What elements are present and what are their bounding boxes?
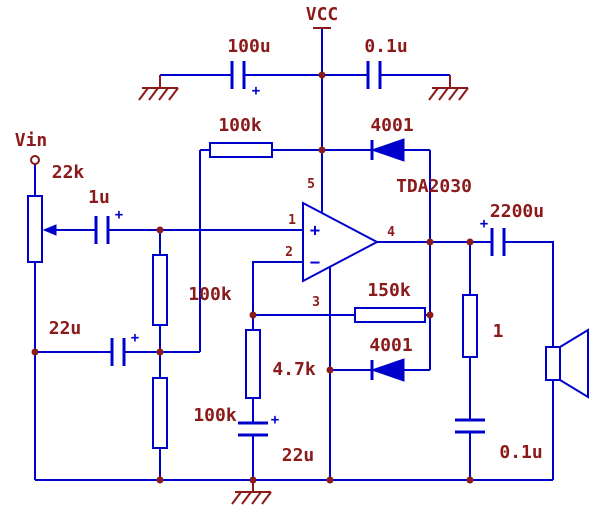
junction-dots xyxy=(31,71,474,484)
potentiometer-wiper-arrow xyxy=(42,224,57,236)
capacitor-22u-bias-label: 22u xyxy=(49,318,82,339)
capacitor-100u-polarity: + xyxy=(252,83,260,99)
resistor-100k-bias-bottom: 100k xyxy=(152,377,237,449)
capacitor-2200u-polarity: + xyxy=(480,216,488,232)
resistor-150k-label: 150k xyxy=(367,280,411,301)
resistor-100k-bias-mid: 100k xyxy=(152,254,232,326)
capacitor-0.1u-zobel-label: 0.1u xyxy=(499,442,542,463)
capacitor-100u-label: 100u xyxy=(227,36,270,57)
potentiometer-22k-volume: 22k xyxy=(27,162,85,263)
capacitor-0.1u-bypass: 0.1u xyxy=(364,36,408,89)
capacitor-1u-input: + 1u xyxy=(88,187,123,244)
capacitor-22u-bias: + 22u xyxy=(49,318,139,366)
vin-terminal-icon xyxy=(30,155,40,165)
capacitor-100u-bulk: + 100u xyxy=(227,36,270,99)
resistor-4.7k-feedback-ground: 4.7k xyxy=(245,329,316,399)
resistor-100k-bias-top-label: 100k xyxy=(218,115,262,136)
diode-4001-bottom: 4001 xyxy=(369,335,413,382)
opamp-part-number: TDA2030 xyxy=(396,176,472,197)
diode-4001-top: 4001 xyxy=(370,115,414,162)
pin-2-label: 2 xyxy=(285,245,293,260)
vin-terminal: Vin xyxy=(15,130,48,165)
diode-4001-bottom-label: 4001 xyxy=(369,335,412,356)
pin-3-label: 3 xyxy=(312,295,320,310)
capacitor-22u-feedback-label: 22u xyxy=(282,445,315,466)
capacitor-22u-bias-polarity: + xyxy=(131,330,139,346)
capacitor-2200u-label: 2200u xyxy=(490,201,544,222)
ground-symbol-bottom xyxy=(231,480,272,505)
resistor-4.7k-label: 4.7k xyxy=(272,359,316,380)
ground-symbol-top-right xyxy=(428,75,469,101)
opamp-inverting-sign: − xyxy=(310,253,320,273)
capacitor-1u-label: 1u xyxy=(88,187,110,208)
wires xyxy=(34,28,554,481)
capacitor-22u-feedback: + 22u xyxy=(238,412,314,466)
resistor-1ohm-zobel: 1 xyxy=(462,294,504,358)
resistor-100k-bias-top: 100k xyxy=(209,115,273,158)
capacitor-22u-feedback-polarity: + xyxy=(271,412,279,428)
potentiometer-22k-label: 22k xyxy=(52,162,85,183)
resistor-100k-bias-mid-label: 100k xyxy=(188,284,232,305)
diode-4001-top-label: 4001 xyxy=(370,115,413,136)
resistor-100k-bias-bottom-label: 100k xyxy=(193,405,237,426)
speaker-icon xyxy=(545,328,589,399)
ground-symbol-top-left xyxy=(138,75,179,101)
opamp-noninverting-sign: + xyxy=(310,221,320,241)
resistor-1ohm-label: 1 xyxy=(493,321,504,342)
capacitor-0.1u-bypass-label: 0.1u xyxy=(364,36,407,57)
vcc-terminal: VCC xyxy=(306,4,339,29)
capacitor-0.1u-zobel: 0.1u xyxy=(455,418,543,463)
pin-1-label: 1 xyxy=(288,213,296,228)
opamp-triangle xyxy=(302,201,380,283)
capacitor-2200u-output: + 2200u xyxy=(480,201,544,256)
pin-4-label: 4 xyxy=(387,225,395,240)
resistor-150k-feedback: 150k xyxy=(354,280,426,323)
opamp-tda2030: + − TDA2030 5 1 2 3 4 xyxy=(285,176,472,310)
vin-label: Vin xyxy=(15,130,48,151)
capacitor-1u-polarity: + xyxy=(115,207,123,223)
vcc-label: VCC xyxy=(306,4,339,25)
pin-5-label: 5 xyxy=(307,177,315,192)
